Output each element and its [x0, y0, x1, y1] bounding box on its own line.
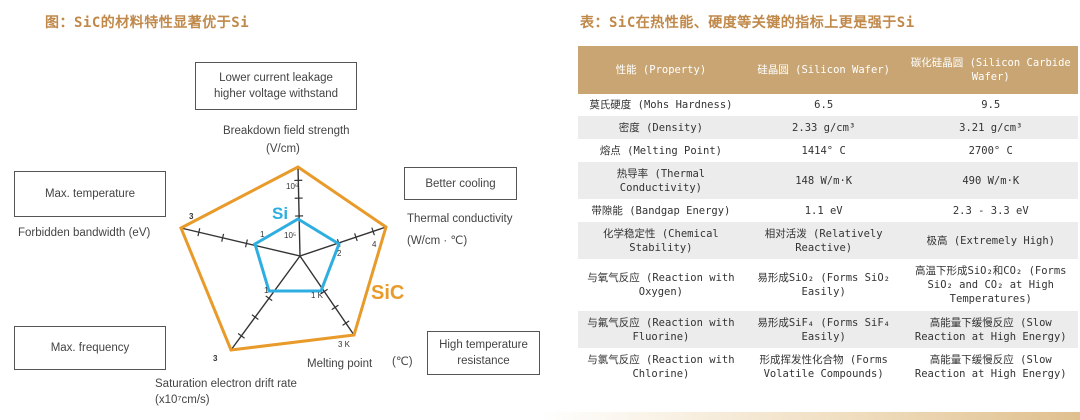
- bandgap-axis-label: Forbidden bandwidth (eV): [18, 227, 151, 239]
- cell-silicon: 6.5: [743, 94, 904, 116]
- tick-melting-sic: 3 K: [338, 340, 351, 349]
- tick-breakdown-sic: 10⁶: [286, 182, 299, 191]
- high-temperature-line1: High temperature: [439, 339, 528, 351]
- cell-silicon: 2.33 g/cm³: [743, 116, 904, 139]
- sic-series-label: SiC: [371, 282, 405, 304]
- cell-property: 熔点 (Melting Point): [578, 139, 744, 162]
- max-temperature-box: Max. temperature: [14, 171, 166, 217]
- table-row: 与氯气反应 (Reaction with Chlorine)形成挥发性化合物 (…: [578, 348, 1078, 385]
- better-cooling-label: Better cooling: [425, 177, 496, 190]
- radar-tick-mark: [320, 288, 328, 295]
- radar-axis-line: [299, 255, 355, 336]
- cell-sic: 高能量下缓慢反应 (Slow Reaction at High Energy): [903, 311, 1078, 348]
- drift-axis-label: Saturation electron drift rate: [155, 378, 297, 390]
- radar-tick-mark: [265, 295, 273, 302]
- header-property: 性能 (Property): [578, 46, 744, 94]
- melting-axis-label: Melting point: [307, 358, 373, 370]
- radar-tick-mark: [244, 239, 248, 248]
- cell-property: 与氯气反应 (Reaction with Chlorine): [578, 348, 744, 385]
- radar-chart: [179, 165, 388, 352]
- cell-property: 莫氏硬度 (Mohs Hardness): [578, 94, 744, 116]
- high-temperature-box: High temperature resistance: [427, 331, 540, 375]
- cell-property: 化学稳定性 (Chemical Stability): [578, 222, 744, 259]
- cell-silicon: 易形成SiO₂ (Forms SiO₂ Easily): [743, 259, 904, 311]
- cell-silicon: 148 W/m·K: [743, 162, 904, 199]
- cell-sic: 2700° C: [903, 139, 1078, 162]
- right-table-title: 表：SiC在热性能、硬度等关键的指标上更是强于Si: [580, 15, 915, 31]
- cell-silicon: 形成挥发性化合物 (Forms Volatile Compounds): [743, 348, 904, 385]
- radar-tick-mark: [237, 333, 245, 339]
- table-row: 与氟气反应 (Reaction with Fluorine)易形成SiF₄ (F…: [578, 311, 1078, 348]
- decorative-gold-band: [540, 412, 1080, 420]
- cell-sic: 高温下形成SiO₂和CO₂ (Forms SiO₂ and CO₂ at Hig…: [903, 259, 1078, 311]
- max-frequency-label: Max. frequency: [50, 342, 130, 354]
- leakage-line1: Lower current leakage: [219, 72, 333, 84]
- tick-bandgap-sic: 3: [189, 212, 194, 221]
- radar-axis-line: [180, 227, 301, 257]
- radar-axis-line: [230, 255, 301, 351]
- cell-property: 密度 (Density): [578, 116, 744, 139]
- cell-sic: 9.5: [903, 94, 1078, 116]
- drift-axis-unit: (x10⁷cm/s): [155, 394, 210, 406]
- si-polygon: [253, 217, 341, 293]
- radar-tick-mark: [331, 304, 339, 311]
- sic-polygon: [179, 165, 388, 352]
- properties-table: 性能 (Property) 硅晶圆 (Silicon Wafer) 碳化硅晶圆 …: [578, 46, 1078, 385]
- tick-breakdown-si: 10⁵: [284, 231, 297, 240]
- breakdown-axis-unit: (V/cm): [266, 143, 300, 155]
- tick-melting-si: 1 K: [311, 291, 324, 300]
- radar-tick-mark: [221, 233, 225, 242]
- thermal-axis-unit: (W/cm · ℃): [407, 235, 468, 247]
- leakage-line2: higher voltage withstand: [213, 88, 339, 100]
- tick-thermal-sic: 4: [372, 240, 377, 249]
- tick-bandgap-si: 1: [260, 230, 265, 239]
- cell-silicon: 易形成SiF₄ (Forms SiF₄ Easily): [743, 311, 904, 348]
- cell-sic: 高能量下缓慢反应 (Slow Reaction at High Energy): [903, 348, 1078, 385]
- header-silicon: 硅晶圆 (Silicon Wafer): [743, 46, 904, 94]
- cell-property: 与氧气反应 (Reaction with Oxygen): [578, 259, 744, 311]
- table-row: 与氧气反应 (Reaction with Oxygen)易形成SiO₂ (For…: [578, 259, 1078, 311]
- melting-axis-unit: (℃): [392, 356, 413, 368]
- cell-silicon: 相对活泼 (Relatively Reactive): [743, 222, 904, 259]
- table-row: 化学稳定性 (Chemical Stability)相对活泼 (Relative…: [578, 222, 1078, 259]
- left-figure-title: 图：SiC的材料特性显著优于Si: [45, 15, 250, 31]
- max-frequency-box: Max. frequency: [14, 326, 166, 370]
- radar-axis-line: [297, 166, 301, 257]
- better-cooling-box: Better cooling: [404, 167, 517, 200]
- table-header-row: 性能 (Property) 硅晶圆 (Silicon Wafer) 碳化硅晶圆 …: [578, 46, 1078, 94]
- cell-sic: 490 W/m·K: [903, 162, 1078, 199]
- cell-silicon: 1414° C: [743, 139, 904, 162]
- tick-drift-sic: 3: [213, 354, 218, 363]
- high-temperature-line2: resistance: [457, 355, 510, 367]
- cell-property: 带隙能 (Bandgap Energy): [578, 199, 744, 222]
- leakage-box: Lower current leakage higher voltage wit…: [195, 62, 357, 110]
- header-sic: 碳化硅晶圆 (Silicon Carbide Wafer): [903, 46, 1078, 94]
- cell-sic: 3.21 g/cm³: [903, 116, 1078, 139]
- cell-sic: 极高 (Extremely High): [903, 222, 1078, 259]
- tick-drift-si: 1: [264, 286, 269, 295]
- cell-property: 与氟气反应 (Reaction with Fluorine): [578, 311, 744, 348]
- cell-silicon: 1.1 eV: [743, 199, 904, 222]
- breakdown-axis-label: Breakdown field strength: [223, 125, 350, 137]
- thermal-axis-label: Thermal conductivity: [407, 213, 513, 225]
- radar-tick-mark: [354, 233, 358, 242]
- max-temperature-label: Max. temperature: [44, 188, 136, 200]
- radar-axes: [180, 166, 387, 351]
- tick-thermal-si: 2: [337, 249, 342, 258]
- radar-tick-mark: [342, 320, 350, 326]
- radar-axis-line: [299, 226, 387, 257]
- cell-property: 热导率 (Thermal Conductivity): [578, 162, 744, 199]
- radar-tick-mark: [251, 314, 259, 320]
- cell-sic: 2.3 - 3.3 eV: [903, 199, 1078, 222]
- radar-tick-mark: [371, 227, 375, 236]
- si-series-label: Si: [272, 204, 289, 223]
- radar-tick-mark: [197, 228, 201, 237]
